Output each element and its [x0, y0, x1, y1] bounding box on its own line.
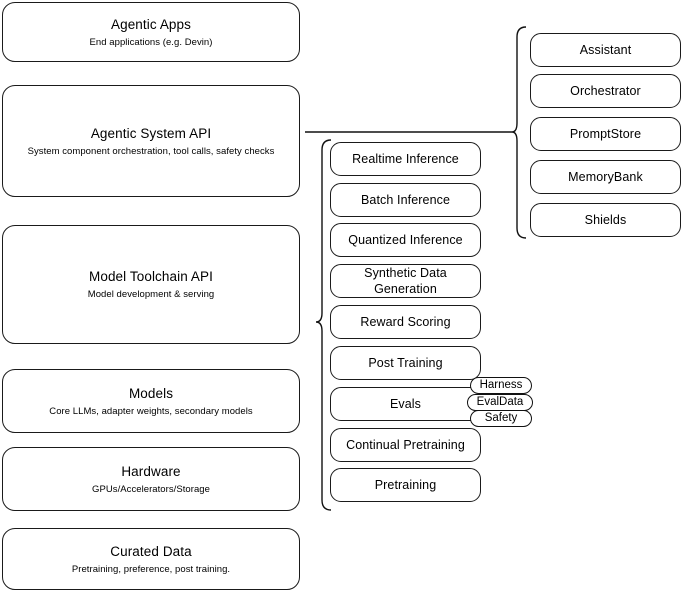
layer-subtitle: Pretraining, preference, post training.	[71, 563, 231, 575]
evals-badge-safety[interactable]: Safety	[470, 410, 532, 427]
cap-label: MemoryBank	[568, 170, 643, 184]
toolchain-box-quantized-inference[interactable]: Quantized Inference	[330, 223, 481, 257]
cap-label: Post Training	[368, 356, 443, 370]
evals-badge-harness[interactable]: Harness	[470, 377, 532, 394]
toolchain-box-synthetic-data-generation[interactable]: Synthetic Data Generation	[330, 264, 481, 298]
cap-label: Synthetic Data Generation	[364, 266, 447, 296]
cap-label: Continual Pretraining	[346, 438, 465, 452]
layer-subtitle: Core LLMs, adapter weights, secondary mo…	[49, 405, 253, 417]
component-box-promptstore[interactable]: PromptStore	[530, 117, 681, 151]
layer-title: Models	[128, 385, 174, 401]
layer-box-model-toolchain-api[interactable]: Model Toolchain API Model development & s…	[2, 225, 300, 344]
toolchain-box-continual-pretraining[interactable]: Continual Pretraining	[330, 428, 481, 462]
layer-box-agentic-system-api[interactable]: Agentic System API System component orche…	[2, 85, 300, 197]
cap-label: Assistant	[579, 43, 632, 57]
cap-label: Shields	[584, 213, 627, 227]
layer-title: Model Toolchain API	[89, 269, 213, 284]
left-brace-icon	[315, 139, 332, 511]
cap-label: Reward Scoring	[360, 315, 451, 329]
toolchain-box-evals[interactable]: Evals	[330, 387, 481, 421]
cap-label: PromptStore	[569, 127, 642, 141]
component-box-shields[interactable]: Shields	[530, 203, 681, 237]
component-box-memorybank[interactable]: MemoryBank	[530, 160, 681, 194]
layer-title: Curated Data	[110, 543, 192, 559]
evals-badge-evaldata[interactable]: EvalData	[467, 394, 533, 411]
layer-title: Agentic Apps	[110, 16, 191, 32]
cap-label: Orchestrator	[570, 84, 641, 98]
cap-label: Pretraining	[374, 478, 437, 492]
cap-label: Quantized Inference	[348, 233, 463, 247]
layer-subtitle: End applications (e.g. Devin)	[89, 36, 213, 48]
component-box-orchestrator[interactable]: Orchestrator	[530, 74, 681, 108]
layer-subtitle: Model development & serving	[87, 289, 215, 300]
cap-label: Batch Inference	[360, 193, 451, 207]
toolchain-box-reward-scoring[interactable]: Reward Scoring	[330, 305, 481, 339]
component-box-assistant[interactable]: Assistant	[530, 33, 681, 67]
toolchain-box-batch-inference[interactable]: Batch Inference	[330, 183, 481, 217]
layer-subtitle: System component orchestration, tool cal…	[27, 145, 275, 157]
layer-subtitle: GPUs/Accelerators/Storage	[92, 483, 210, 495]
toolchain-box-pretraining[interactable]: Pretraining	[330, 468, 481, 502]
toolchain-box-post-training[interactable]: Post Training	[330, 346, 481, 380]
cap-label: Evals	[389, 397, 422, 411]
toolchain-box-realtime-inference[interactable]: Realtime Inference	[330, 142, 481, 176]
cap-label: Realtime Inference	[352, 152, 459, 166]
right-brace-icon	[511, 26, 527, 239]
layer-title: Agentic System API	[90, 125, 212, 141]
layer-title: Hardware	[121, 463, 181, 479]
